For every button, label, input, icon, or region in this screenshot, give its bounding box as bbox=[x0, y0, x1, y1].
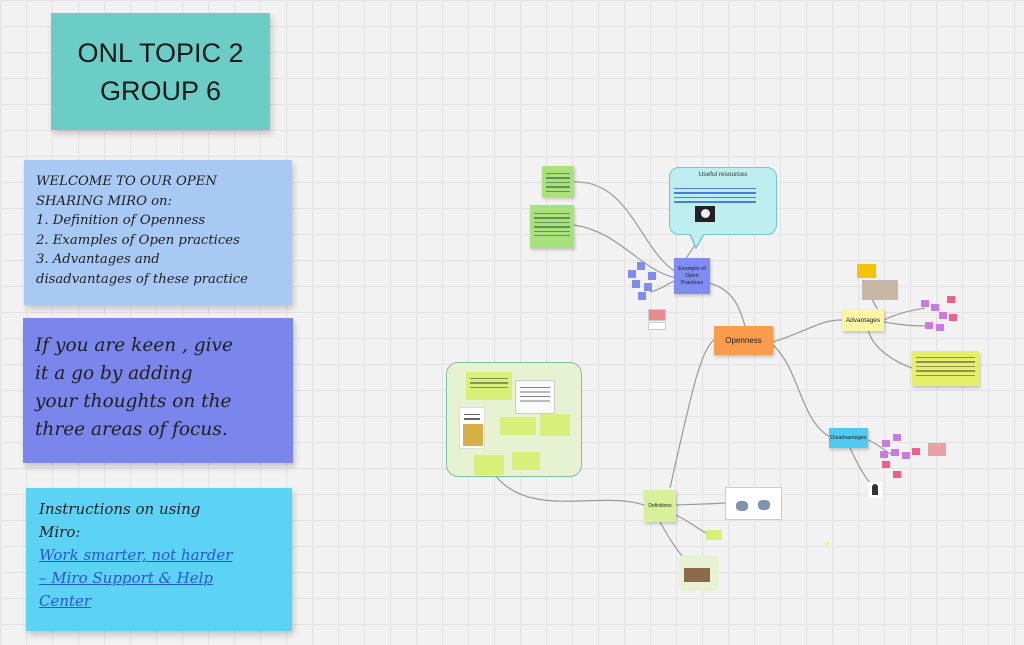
play-icon bbox=[701, 209, 710, 218]
image-card[interactable] bbox=[862, 280, 898, 300]
purple-card[interactable] bbox=[925, 322, 933, 329]
book-card[interactable] bbox=[459, 407, 485, 449]
image-card[interactable] bbox=[648, 322, 666, 330]
openness-label: Openness bbox=[725, 336, 762, 345]
instructions-line: Miro: bbox=[39, 523, 81, 541]
miro-help-link[interactable]: Center bbox=[39, 592, 92, 610]
purple-card[interactable] bbox=[880, 451, 888, 458]
purple-card[interactable] bbox=[882, 440, 890, 447]
examples-node[interactable]: Example of Open Practices bbox=[674, 258, 710, 294]
green-note[interactable] bbox=[542, 166, 574, 197]
blue-card[interactable] bbox=[644, 283, 652, 291]
examples-label: Example of Open Practices bbox=[678, 265, 706, 286]
lime-note[interactable] bbox=[512, 452, 540, 470]
purple-card[interactable] bbox=[931, 304, 939, 311]
blue-card[interactable] bbox=[638, 292, 646, 300]
keen-line: your thoughts on the bbox=[35, 391, 232, 412]
definitions-node[interactable]: Definitions bbox=[644, 490, 676, 522]
purple-card[interactable] bbox=[893, 434, 901, 441]
welcome-line: disadvantages of these practice bbox=[36, 271, 248, 287]
pink-card[interactable] bbox=[882, 461, 890, 468]
pink-card[interactable] bbox=[947, 296, 955, 303]
keen-sticky-note[interactable]: If you are keen , give it a go by adding… bbox=[23, 318, 293, 463]
keen-line: three areas of focus. bbox=[35, 419, 228, 440]
lime-note[interactable] bbox=[474, 455, 504, 475]
callout-tail bbox=[689, 234, 705, 250]
lime-note[interactable] bbox=[540, 414, 570, 436]
list-card[interactable] bbox=[515, 380, 555, 414]
purple-card[interactable] bbox=[891, 449, 899, 456]
welcome-line: WELCOME TO OUR OPEN bbox=[36, 174, 217, 189]
image-card[interactable] bbox=[928, 443, 946, 456]
image-card[interactable] bbox=[868, 482, 882, 498]
lime-note[interactable] bbox=[500, 417, 536, 435]
instructions-sticky-note[interactable]: Instructions on using Miro: Work smarter… bbox=[26, 488, 292, 631]
image-card[interactable] bbox=[725, 487, 782, 520]
keen-line: it a go by adding bbox=[35, 363, 193, 384]
board-title: ONL TOPIC 2 GROUP 6 bbox=[77, 37, 244, 106]
yellow-note[interactable] bbox=[912, 351, 979, 386]
blue-card[interactable] bbox=[632, 280, 640, 288]
welcome-sticky-note[interactable]: WELCOME TO OUR OPEN SHARING MIRO on: 1. … bbox=[24, 160, 292, 305]
blue-card[interactable] bbox=[628, 270, 636, 278]
advantages-node[interactable]: Advantages bbox=[842, 309, 884, 331]
lime-note[interactable] bbox=[466, 372, 512, 400]
disadvantages-node[interactable]: Disadvantages bbox=[829, 428, 868, 448]
purple-card[interactable] bbox=[921, 300, 929, 307]
definitions-label: Definitions bbox=[648, 503, 672, 509]
openness-node[interactable]: Openness bbox=[714, 326, 773, 355]
video-thumbnail[interactable] bbox=[695, 206, 715, 222]
purple-card[interactable] bbox=[902, 452, 910, 459]
pink-card[interactable] bbox=[893, 471, 901, 478]
image-card[interactable] bbox=[648, 309, 666, 321]
pink-card[interactable] bbox=[949, 314, 957, 321]
image-card[interactable] bbox=[679, 555, 719, 591]
welcome-line: 2. Examples of Open practices bbox=[36, 232, 240, 248]
title-sticky-note[interactable]: ONL TOPIC 2 GROUP 6 bbox=[51, 13, 270, 130]
miro-help-link[interactable]: – Miro Support & Help bbox=[39, 569, 214, 587]
useful-resources-callout[interactable]: Useful resources bbox=[669, 167, 777, 235]
miro-help-link[interactable]: Work smarter, not harder bbox=[39, 546, 233, 564]
pink-card[interactable] bbox=[912, 448, 920, 455]
keen-line: If you are keen , give bbox=[35, 335, 233, 356]
person-icon bbox=[872, 484, 878, 495]
welcome-line: 3. Advantages and bbox=[36, 252, 160, 267]
lime-note[interactable] bbox=[706, 530, 722, 540]
blue-card[interactable] bbox=[637, 262, 645, 270]
disadvantages-label: Disadvantages bbox=[830, 435, 867, 441]
instructions-line: Instructions on using bbox=[39, 500, 201, 518]
advantages-label: Advantages bbox=[845, 316, 881, 324]
yellow-note[interactable] bbox=[857, 264, 876, 278]
welcome-line: 1. Definition of Openness bbox=[36, 213, 206, 228]
green-note[interactable] bbox=[530, 205, 574, 248]
welcome-line: SHARING MIRO on: bbox=[36, 193, 172, 209]
useful-resources-title: Useful resources bbox=[698, 171, 748, 178]
purple-card[interactable] bbox=[936, 324, 944, 331]
blue-card[interactable] bbox=[648, 272, 656, 280]
purple-card[interactable] bbox=[939, 312, 947, 319]
small-dot bbox=[826, 542, 829, 545]
